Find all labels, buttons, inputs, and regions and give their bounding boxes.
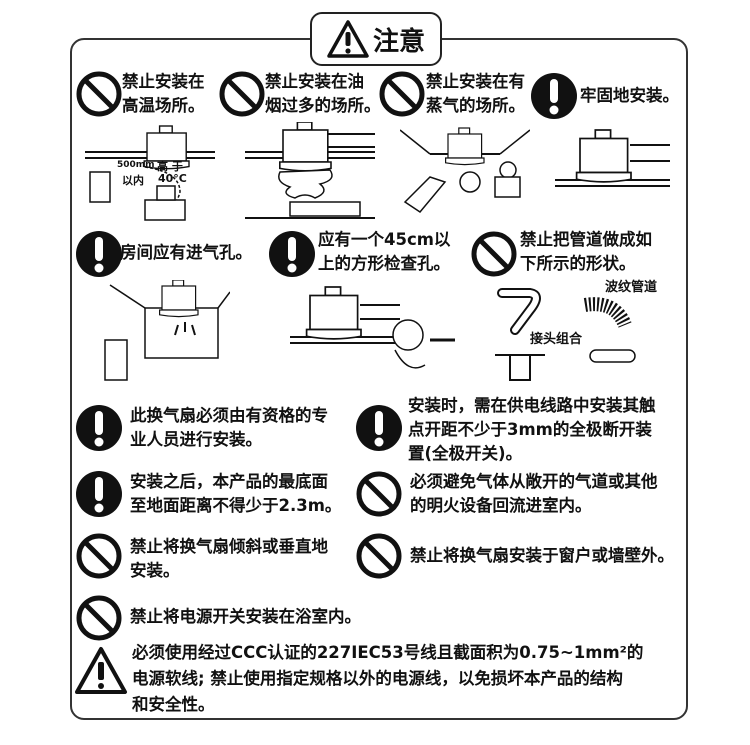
air-inlet-illustration	[104, 280, 230, 381]
item-secure: 牢固地安装。	[580, 86, 679, 105]
inspection-hole-illustration	[290, 286, 455, 369]
prohibit-icon	[75, 532, 123, 580]
item-oil-smoke: 禁止安装在油烟过多的场所。	[265, 72, 381, 115]
corrugated-duct-label: 波纹管道	[605, 280, 658, 295]
item-duct-shape: 禁止把管道做成如下所示的形状。	[520, 230, 652, 273]
exclamation-icon	[269, 231, 315, 277]
warning-triangle-icon	[75, 647, 127, 694]
note-min-height: 安装之后，本产品的最底面至地面距离不得少于2.3m。	[130, 472, 342, 515]
temp-label: 40°C	[158, 172, 187, 185]
within-label: 以内	[122, 174, 144, 187]
oil-smoke-illustration	[245, 122, 375, 219]
warning-triangle-icon	[327, 20, 369, 58]
prohibit-icon	[218, 70, 266, 118]
above-label: 高 于	[157, 160, 183, 173]
page-title: 注意	[310, 12, 442, 66]
item-steam: 禁止安装在有蒸气的场所。	[426, 72, 525, 115]
duct-shapes-illustration	[495, 288, 636, 381]
note-no-tilt: 禁止将换气扇倾斜或垂直地安装。	[130, 537, 328, 580]
exclamation-icon	[356, 405, 402, 451]
steam-illustration	[400, 127, 530, 213]
item-air-inlet: 房间应有进气孔。	[120, 243, 252, 262]
prohibit-icon	[75, 594, 123, 642]
note-no-window: 禁止将换气扇安装于窗户或墙壁外。	[410, 546, 674, 565]
joint-assembly-label: 接头组合	[530, 332, 583, 347]
item-inspection-hole: 应有一个45cm以上的方形检查孔。	[318, 230, 451, 273]
distance-label: 500mm	[117, 160, 155, 170]
power-cord-warning: 必须使用经过CCC认证的227IEC53号线且截面积为0.75~1mm²的电源软…	[132, 643, 644, 714]
exclamation-icon	[76, 405, 122, 451]
secure-install-illustration	[555, 129, 670, 187]
note-gas-backflow: 必须避免气体从敞开的气道或其他的明火设备回流进室内。	[410, 472, 658, 515]
exclamation-icon	[76, 231, 122, 277]
prohibit-icon	[75, 70, 123, 118]
note-disconnect-switch: 安装时，需在供电线路中安装其触点开距不少于3mm的全极断开装置(全极开关)。	[408, 396, 656, 463]
prohibit-icon	[355, 470, 403, 518]
prohibit-icon	[355, 532, 403, 580]
exclamation-icon	[531, 73, 577, 119]
prohibit-icon	[470, 230, 518, 278]
title-text: 注意	[372, 26, 425, 57]
note-no-bathroom-switch: 禁止将电源开关安装在浴室内。	[130, 607, 361, 626]
note-qualified-install: 此换气扇必须由有资格的专业人员进行安装。	[130, 406, 328, 449]
item-high-temp: 禁止安装在高温场所。	[122, 72, 205, 115]
exclamation-icon	[76, 471, 122, 517]
high-temp-illustration	[85, 125, 215, 221]
prohibit-icon	[378, 70, 426, 118]
